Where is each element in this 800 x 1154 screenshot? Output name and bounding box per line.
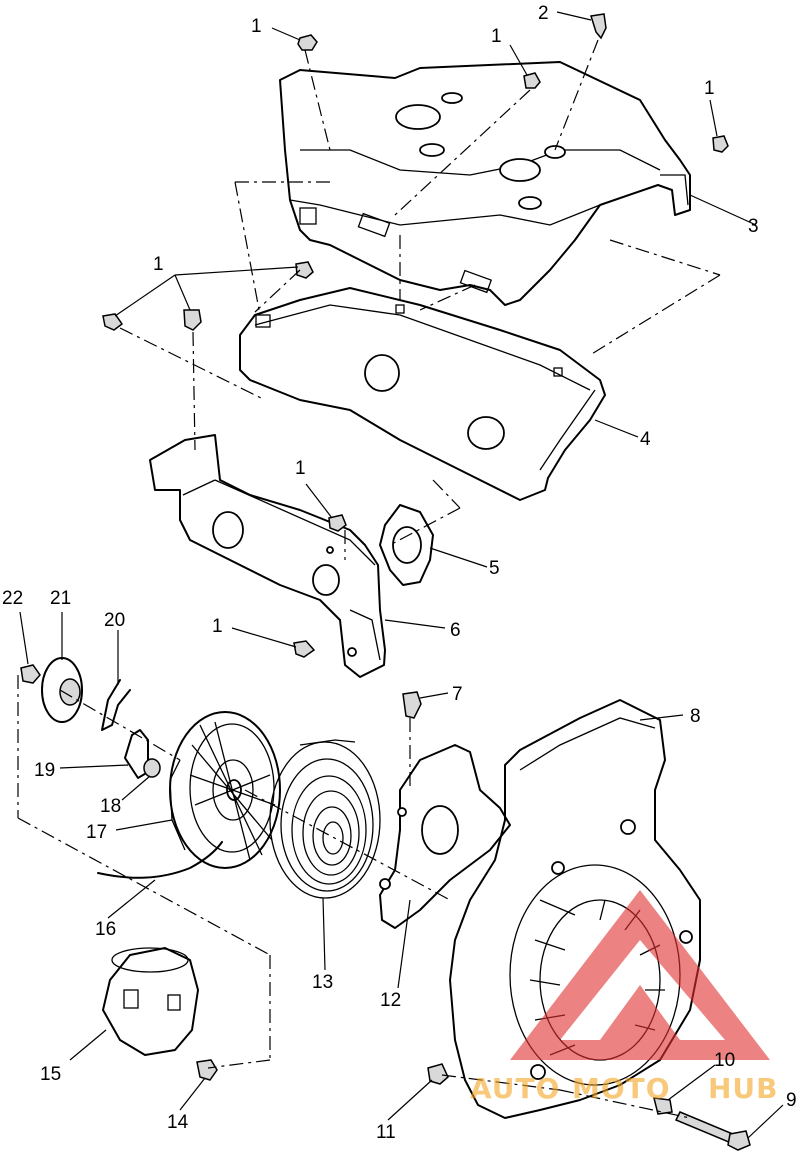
fasteners <box>20 13 751 1151</box>
callout-3: 3 <box>748 216 759 237</box>
bolt-icon <box>295 261 314 279</box>
triangle-logo-icon <box>510 890 770 1060</box>
callout-labels: 1 2 1 1 3 1 4 1 5 22 21 20 1 6 7 8 19 18… <box>2 3 797 1143</box>
callout-10: 10 <box>714 1050 735 1071</box>
bolt-icon <box>402 691 422 719</box>
top-shroud-part-3 <box>279 61 691 306</box>
callout-1: 1 <box>153 254 164 275</box>
callout-16: 16 <box>95 919 116 940</box>
plate-part-12 <box>379 744 511 929</box>
ratchet-arm-part-19 <box>124 729 149 779</box>
starter-rope-part-16 <box>97 841 223 879</box>
cap-part-21 <box>41 657 83 723</box>
bolt-icon <box>293 640 316 658</box>
bolt-icon <box>183 309 202 331</box>
bolt-icon <box>20 664 41 684</box>
callout-1: 1 <box>251 16 262 37</box>
pulley-part-17 <box>169 711 281 869</box>
callout-6: 6 <box>450 620 461 641</box>
spring-clip-part-20 <box>101 679 131 731</box>
callout-22: 22 <box>2 588 23 609</box>
callout-18: 18 <box>100 796 121 817</box>
callout-13: 13 <box>312 972 333 993</box>
bolt-icon <box>712 135 729 153</box>
watermark-auto: AUTO <box>470 1072 560 1105</box>
assembly-lines <box>17 39 721 1119</box>
leader-lines <box>19 11 784 1139</box>
recoil-spring-part-13 <box>269 739 381 899</box>
callout-17: 17 <box>86 822 107 843</box>
watermark-logo: AUTO MOTO HUB <box>470 890 779 1105</box>
bolt-icon <box>653 1097 673 1115</box>
callout-9: 9 <box>786 1090 797 1111</box>
callout-11: 11 <box>376 1122 396 1143</box>
bolt-icon <box>590 13 607 40</box>
callout-20: 20 <box>104 610 125 631</box>
bolt-icon <box>102 313 124 331</box>
callout-4: 4 <box>640 429 651 450</box>
gasket-part-5 <box>379 504 434 586</box>
bolt-icon <box>297 34 318 51</box>
callout-7: 7 <box>452 684 463 705</box>
bolt-icon <box>328 514 347 532</box>
lower-bracket-part-6 <box>149 434 386 678</box>
bolt-icon <box>427 1063 449 1085</box>
callout-19: 19 <box>34 760 55 781</box>
bolt-icon <box>196 1059 218 1081</box>
watermark-moto: MOTO <box>572 1072 671 1105</box>
frame-part-4 <box>239 287 606 501</box>
callout-1: 1 <box>295 458 306 479</box>
callout-15: 15 <box>40 1064 61 1085</box>
starter-cup-part-15 <box>102 947 199 1056</box>
callout-1: 1 <box>212 616 223 637</box>
watermark-hub: HUB <box>708 1072 779 1105</box>
callout-1: 1 <box>704 78 715 99</box>
callout-1: 1 <box>491 26 502 47</box>
callout-2: 2 <box>538 3 549 24</box>
callout-21: 21 <box>50 588 71 609</box>
bushing-part-18 <box>143 758 161 778</box>
bolt-icon <box>727 1130 751 1151</box>
callout-14: 14 <box>167 1112 189 1133</box>
callout-5: 5 <box>489 558 500 579</box>
callout-12: 12 <box>380 990 401 1011</box>
bolt-icon <box>523 72 541 89</box>
callout-8: 8 <box>690 706 701 727</box>
